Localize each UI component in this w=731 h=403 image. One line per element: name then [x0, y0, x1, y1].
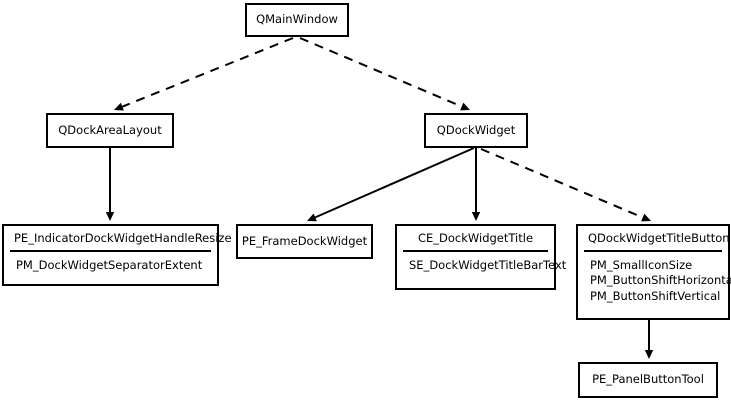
node-title-pe_framedockwidget: PE_FrameDockWidget — [241, 233, 368, 248]
edge-qmainwindow-qdockarealayout — [114, 37, 294, 111]
edge-qdockwidget-pe_framedockwidget — [307, 147, 475, 222]
node-member: PM_DockWidgetSeparatorExtent — [16, 258, 203, 273]
node-title-ce_dockwidgettitle: CE_DockWidgetTitle — [417, 231, 534, 245]
edge-qdockarealayout-pe_indicator — [105, 148, 115, 221]
node-title-qmainwindow: QMainWindow — [256, 12, 338, 27]
node-qdockwidget[interactable]: QDockWidget — [424, 113, 528, 148]
node-members-ce_dockwidgettitle: SE_DockWidgetTitleBarText — [397, 252, 567, 279]
node-qmainwindow[interactable]: QMainWindow — [245, 3, 349, 37]
node-pe_panelbuttontool[interactable]: PE_PanelButtonTool — [578, 362, 718, 398]
node-member: PM_ButtonShiftHorizontal — [590, 273, 731, 288]
node-title-qdockwidget: QDockWidget — [436, 122, 516, 137]
node-title-qdockarealayout: QDockAreaLayout — [58, 122, 162, 137]
edge-qdockwidget-qdockwidgettitlebutton — [480, 148, 651, 222]
node-members-pe_indicator: PM_DockWidgetSeparatorExtent — [4, 252, 217, 279]
edge-qdockwidgettitlebutton-pe_panelbuttontool — [644, 320, 654, 359]
node-qdockarealayout[interactable]: QDockAreaLayout — [46, 113, 174, 148]
node-pe_framedockwidget[interactable]: PE_FrameDockWidget — [236, 224, 373, 259]
edge-qdockwidget-ce_dockwidgettitle — [471, 148, 481, 221]
node-member: PM_SmallIconSize — [590, 258, 693, 273]
node-title-pe_indicator: PE_IndicatorDockWidgetHandleResize — [14, 231, 232, 245]
node-divider-qdockwidgettitlebutton — [584, 250, 722, 253]
node-title-pe_panelbuttontool: PE_PanelButtonTool — [592, 372, 704, 387]
edge-qmainwindow-qdockwidget — [299, 37, 470, 111]
node-member: PM_ButtonShiftVertical — [590, 288, 721, 303]
node-divider-ce_dockwidgettitle — [403, 250, 548, 253]
node-title-qdockwidgettitlebutton: QDockWidgetTitleButton — [588, 231, 730, 245]
node-member: SE_DockWidgetTitleBarText — [409, 258, 567, 273]
node-divider-pe_indicator — [10, 250, 211, 253]
